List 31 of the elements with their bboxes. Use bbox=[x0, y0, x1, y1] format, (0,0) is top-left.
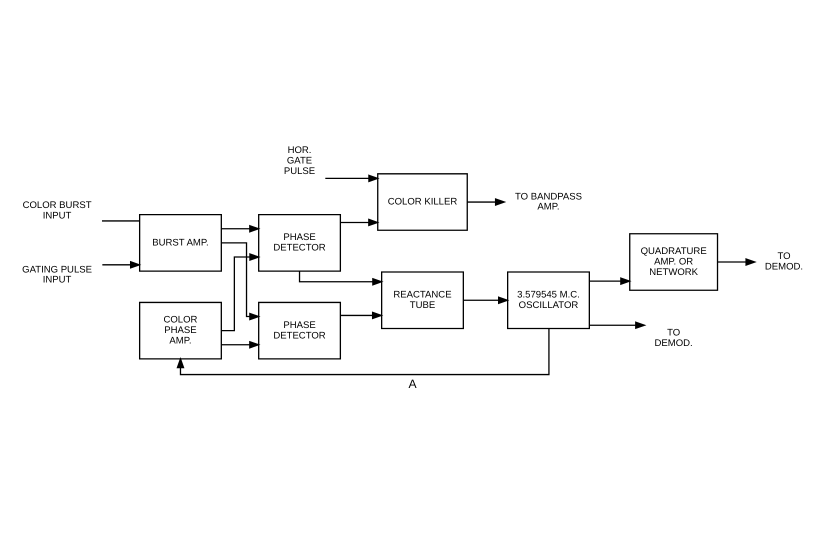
node-box: PHASE DETECTOR bbox=[258, 214, 342, 272]
arrow bbox=[222, 253, 261, 332]
node-box: 3.579545 M.C. OSCILLATOR bbox=[507, 271, 590, 330]
node-text: TO DEMOD. bbox=[764, 251, 804, 273]
arrow bbox=[176, 328, 550, 376]
node-box: QUADRATURE AMP. OR NETWORK bbox=[629, 233, 718, 291]
arrow bbox=[340, 311, 384, 320]
caption: A bbox=[408, 376, 417, 391]
node-box: BURST AMP. bbox=[138, 214, 222, 272]
arrow bbox=[221, 340, 260, 349]
node-text: GATING PULSE INPUT bbox=[22, 264, 92, 286]
arrow bbox=[467, 198, 506, 206]
arrow bbox=[221, 224, 260, 233]
arrow bbox=[718, 258, 757, 266]
arrow bbox=[325, 174, 380, 182]
node-text: HOR. GATE PULSE bbox=[284, 145, 316, 178]
arrow bbox=[298, 271, 384, 286]
arrow bbox=[102, 260, 142, 269]
arrow bbox=[589, 321, 646, 330]
arrow bbox=[340, 218, 380, 226]
node-box: COLOR KILLER bbox=[377, 173, 468, 231]
node-text: TO DEMOD. bbox=[654, 328, 693, 350]
arrow bbox=[589, 277, 632, 286]
node-box: COLOR PHASE AMP. bbox=[138, 302, 222, 360]
node-box: REACTANCE TUBE bbox=[381, 271, 464, 330]
node-box: PHASE DETECTOR bbox=[258, 302, 342, 360]
arrow bbox=[463, 296, 510, 304]
node-text: COLOR BURST INPUT bbox=[22, 200, 92, 222]
connector bbox=[102, 220, 140, 222]
arrow bbox=[222, 242, 261, 320]
node-text: TO BANDPASS AMP. bbox=[514, 191, 582, 213]
